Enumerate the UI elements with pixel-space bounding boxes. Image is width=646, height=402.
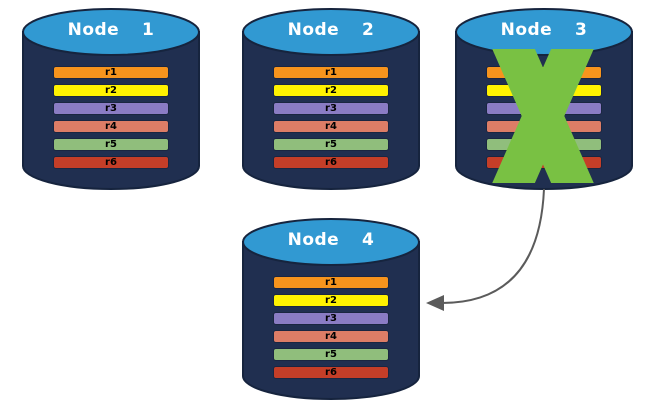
replica-row: r4 <box>274 331 388 342</box>
replica-row: r6 <box>54 157 168 168</box>
replica-row: r3 <box>274 103 388 114</box>
replica-row: r2 <box>274 295 388 306</box>
replica-row: r3 <box>274 313 388 324</box>
node-4-title: Node 4 <box>287 230 375 250</box>
node-1-title: Node 1 <box>67 20 155 40</box>
node-1-replica-list: r1 r2 r3 r4 r5 r6 <box>54 67 168 175</box>
node-2-replica-list: r1 r2 r3 r4 r5 r6 <box>274 67 388 175</box>
node-3-title: Node 3 <box>500 20 588 40</box>
replica-row: r4 <box>54 121 168 132</box>
node-2-title: Node 2 <box>287 20 375 40</box>
replica-row: r1 <box>274 277 388 288</box>
replica-row: r2 <box>54 85 168 96</box>
replica-row: r5 <box>274 139 388 150</box>
node-1: Node 1 r1 r2 r3 r4 r5 r6 <box>22 8 200 190</box>
replica-row: r2 <box>274 85 388 96</box>
node-4-replica-list: r1 r2 r3 r4 r5 r6 <box>274 277 388 385</box>
x-mark-icon <box>492 49 594 183</box>
replica-row: r5 <box>54 139 168 150</box>
replica-row: r1 <box>274 67 388 78</box>
node-2: Node 2 r1 r2 r3 r4 r5 r6 <box>242 8 420 190</box>
replica-row: r6 <box>274 157 388 168</box>
replica-row: r1 <box>54 67 168 78</box>
replica-row: r3 <box>54 103 168 114</box>
replica-row: r5 <box>274 349 388 360</box>
replica-row: r4 <box>274 121 388 132</box>
replica-row: r6 <box>274 367 388 378</box>
curved-arrow-icon <box>426 188 545 311</box>
node-4: Node 4 r1 r2 r3 r4 r5 r6 <box>242 218 420 400</box>
